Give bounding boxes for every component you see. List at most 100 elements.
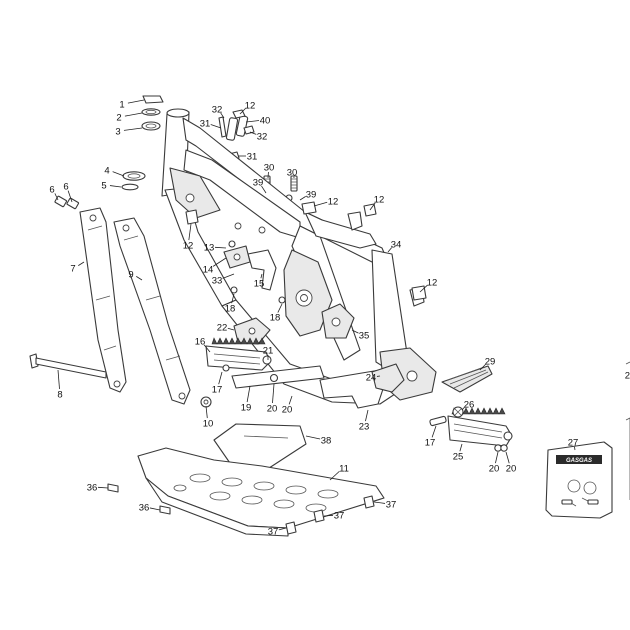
- callout-9: 9: [128, 270, 143, 281]
- callout-number: 9: [128, 270, 133, 281]
- callout-leader: [149, 507, 161, 511]
- callout-number: 1: [119, 100, 124, 111]
- callout-number: 16: [195, 337, 206, 348]
- callout-number: 30: [264, 163, 275, 174]
- callout-27: 27: [568, 438, 578, 451]
- callout-1: 1: [119, 99, 145, 111]
- callout-leader: [495, 451, 499, 464]
- callout-leader: [246, 385, 251, 403]
- callout-19: 19: [241, 385, 251, 414]
- callout-leader: [313, 201, 328, 207]
- callout-number: 12: [374, 195, 385, 206]
- callout-number: 11: [339, 464, 349, 475]
- callout-number: 38: [321, 436, 332, 447]
- callout-31: 31: [238, 152, 257, 163]
- callout-number: 39: [253, 178, 264, 189]
- callout-20: 20: [267, 383, 277, 415]
- callout-number: 23: [359, 422, 370, 433]
- callout-leader: [67, 190, 73, 203]
- callout-5: 5: [101, 181, 122, 192]
- kit-logo-band: [556, 455, 602, 464]
- callout-leader: [210, 124, 222, 129]
- callout-36: 36: [139, 503, 161, 514]
- callout-leader: [54, 193, 59, 201]
- callout-10: 10: [203, 405, 213, 430]
- callout-leader: [305, 435, 321, 440]
- callout-leader: [369, 202, 376, 211]
- callout-40: 40: [245, 116, 271, 127]
- callout-24: 24: [366, 373, 381, 384]
- callout-14: 14: [203, 257, 227, 276]
- callout-4: 4: [104, 166, 125, 177]
- callout-leader: [97, 486, 109, 489]
- callout-leader: [272, 383, 275, 404]
- callout-number: 24: [366, 373, 377, 384]
- callout-12: 12: [369, 195, 385, 211]
- callout-leader: [479, 364, 486, 371]
- callout-20: 20: [505, 451, 516, 475]
- callout-number: 2: [625, 371, 630, 382]
- callout-number: 7: [70, 264, 75, 275]
- callout-leader: [212, 257, 227, 267]
- callout-number: 2: [116, 113, 121, 124]
- callout-leader: [218, 371, 223, 385]
- callout-number: 12: [183, 241, 194, 252]
- chain-slider: [441, 365, 493, 393]
- callout-36: 36: [87, 483, 109, 494]
- callout-30: 30: [264, 163, 275, 179]
- callout-leader: [288, 395, 293, 405]
- callout-12: 12: [239, 101, 256, 115]
- callout-leader: [459, 443, 463, 452]
- callout-leader: [127, 99, 145, 104]
- callout-38: 38: [305, 435, 332, 447]
- callout-37: 37: [268, 527, 287, 538]
- callout-13: 13: [204, 243, 227, 254]
- callout-30: 30: [287, 168, 298, 179]
- callout-number: 37: [268, 527, 279, 538]
- callout-leader: [203, 344, 211, 353]
- callout-16: 16: [195, 337, 211, 353]
- callout-7: 7: [70, 261, 85, 275]
- callout-number: 32: [257, 132, 268, 143]
- callout-20: 20: [489, 451, 500, 475]
- callout-18: 18: [225, 293, 235, 315]
- callout-25: 25: [453, 443, 463, 463]
- callout-leader: [220, 112, 225, 119]
- callout-33: 33: [212, 273, 235, 287]
- callout-37: 37: [373, 500, 397, 511]
- callout-leader: [323, 514, 334, 517]
- callout-3: 3: [115, 127, 143, 138]
- callout-20: 20: [282, 395, 293, 416]
- callout-number: 14: [203, 265, 214, 276]
- callout-leader: [222, 273, 235, 279]
- callout-number: 8: [57, 390, 62, 401]
- callout-leader: [261, 185, 267, 194]
- callout-number: 29: [485, 357, 496, 368]
- callout-number: 17: [212, 385, 223, 396]
- callout-number: 6: [49, 185, 54, 196]
- callout-leader: [278, 527, 287, 531]
- callout-12: 12: [183, 223, 194, 252]
- callout-leader: [431, 425, 437, 438]
- callout-number: 12: [328, 197, 339, 208]
- callout-12: 12: [313, 197, 339, 208]
- callout-number: 40: [260, 116, 271, 127]
- skid-plate: [107, 423, 385, 537]
- callout-35: 35: [351, 329, 369, 342]
- callout-leader: [109, 185, 122, 188]
- callout-37: 37: [323, 511, 344, 522]
- callout-17: 17: [425, 425, 437, 449]
- callout-number: 20: [489, 464, 500, 475]
- hardware-kit-card: GASGAS: [545, 441, 613, 519]
- callout-number: 12: [245, 101, 256, 112]
- callout-leader: [419, 284, 428, 293]
- callout-leader: [277, 303, 283, 313]
- callout-number: 37: [386, 500, 397, 511]
- callout-31: 31: [200, 119, 222, 130]
- steering-head-parts: [121, 95, 164, 191]
- callout-number: 15: [254, 279, 265, 290]
- callout-number: 21: [263, 346, 274, 357]
- callout-leader: [136, 276, 143, 281]
- callout-22: 22: [217, 323, 235, 334]
- right-footpeg: [429, 406, 513, 452]
